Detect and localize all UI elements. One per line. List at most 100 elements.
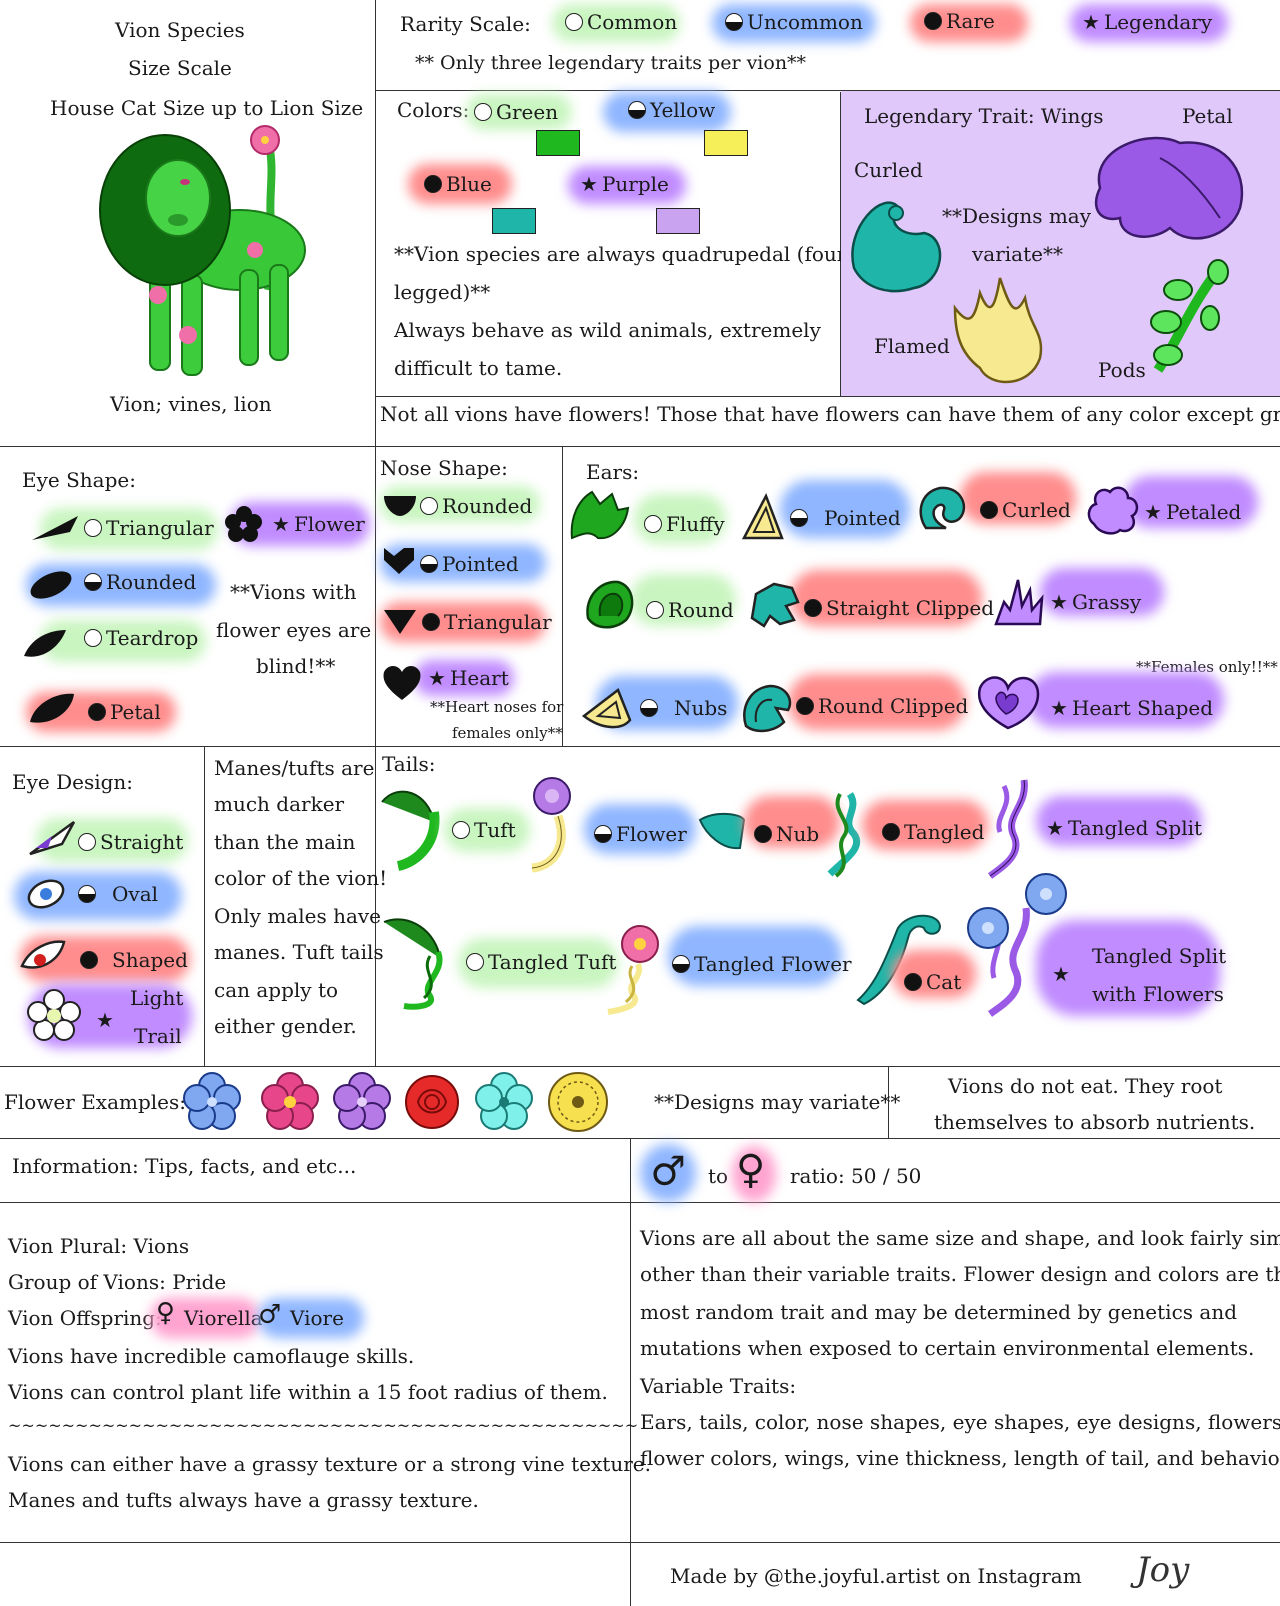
ear-petaled: ★Petaled <box>1144 500 1242 524</box>
rarity-note: ** Only three legendary traits per vion*… <box>415 52 807 74</box>
highlight <box>1028 672 1224 728</box>
ear-grassy: ★Grassy <box>1050 590 1142 614</box>
vion-lion-illustration <box>99 125 306 376</box>
tail-tsf-star: ★ <box>1052 962 1074 986</box>
uncommon-icon <box>790 509 808 527</box>
divider <box>375 0 376 1066</box>
species-subtitle: Size Scale <box>128 56 232 80</box>
eye-rounded: Rounded <box>84 570 196 594</box>
rare-icon <box>88 703 106 721</box>
tail-cat: Cat <box>904 970 961 994</box>
pink-flower-icon <box>261 1072 319 1130</box>
male-symbol-icon: ♂ <box>258 1300 282 1330</box>
straight-eye-design-icon <box>29 820 76 856</box>
tangled-split-flowers-tail-icon <box>967 873 1067 1017</box>
tails-label: Tails: <box>382 752 436 776</box>
curled-wing-icon <box>851 201 942 293</box>
common-icon <box>565 13 583 31</box>
eye-triangular: Triangular <box>84 516 214 540</box>
info-right-1: Vions are all about the same size and sh… <box>640 1226 1280 1250</box>
common-icon <box>84 519 102 537</box>
tail-tangled-tuft: Tangled Tuft <box>466 950 616 974</box>
manes-line-4: color of the vion! <box>214 866 388 890</box>
purple-swatch <box>656 208 700 234</box>
tail-tsf-2: with Flowers <box>1092 982 1224 1006</box>
info-group: Group of Vions: Pride <box>8 1270 227 1294</box>
highlight <box>150 1298 260 1338</box>
rare-icon <box>422 613 440 631</box>
uncommon-icon <box>84 573 102 591</box>
rare-icon <box>754 825 772 843</box>
nose-heart: ★Heart <box>428 666 509 690</box>
ear-round-clipped: Round Clipped <box>796 694 968 718</box>
signature: Joy <box>1136 1550 1190 1590</box>
tangled-tail-icon <box>827 792 860 878</box>
highlight <box>668 926 842 986</box>
nub-tail-icon <box>698 813 746 850</box>
divider <box>0 446 1280 447</box>
ear-nubs: Nubs <box>640 696 727 720</box>
info-right-2: other than their variable traits. Flower… <box>640 1262 1280 1286</box>
color-green: Green <box>474 100 558 124</box>
pointed-ear-icon <box>741 492 784 540</box>
star-icon: ★ <box>96 1008 114 1032</box>
light-trail-eye-design-icon <box>27 989 81 1041</box>
petal-eye-icon <box>30 693 74 723</box>
wings-flamed: Flamed <box>874 334 950 358</box>
yellow-swatch <box>704 130 748 156</box>
divider <box>0 1202 1280 1203</box>
eye-shape-label: Eye Shape: <box>22 468 136 492</box>
colors-note-4: difficult to tame. <box>394 356 563 380</box>
female-symbol-icon: ♀ <box>156 1298 176 1328</box>
purple-flower-icon <box>333 1072 391 1130</box>
rare-icon <box>804 599 822 617</box>
eye-flower: ★Flower <box>272 512 365 536</box>
color-blue: Blue <box>424 172 492 196</box>
tail-tangled-flower: Tangled Flower <box>672 952 852 976</box>
info-right-4: mutations when exposed to certain enviro… <box>640 1336 1255 1360</box>
eye-design-shaped: Shaped <box>80 948 188 972</box>
highlight <box>960 472 1076 524</box>
highlight <box>1070 4 1228 42</box>
rarity-label: Rarity Scale: <box>400 12 531 36</box>
manes-line-8: either gender. <box>214 1014 357 1038</box>
flower-examples-row <box>183 1072 608 1132</box>
green-swatch <box>536 130 580 156</box>
divider <box>0 1138 1280 1139</box>
wings-designs-1: **Designs may <box>942 204 1092 228</box>
tail-tsf-1: Tangled Split <box>1092 944 1227 968</box>
highlight <box>603 92 731 132</box>
info-right-6: Ears, tails, color, nose shapes, eye sha… <box>640 1410 1280 1434</box>
eye-design-straight: Straight <box>78 830 183 854</box>
highlight <box>1036 920 1220 1016</box>
colors-note-1: **Vion species are always quadrupedal (f… <box>394 242 847 266</box>
star-icon: ★ <box>1046 816 1064 840</box>
common-icon <box>84 629 102 647</box>
ear-round: Round <box>646 598 734 622</box>
rounded-eye-icon <box>30 571 72 599</box>
credit: Made by @the.joyful.artist on Instagram <box>670 1564 1082 1588</box>
rare-icon <box>424 175 442 193</box>
manes-line-2: much darker <box>214 792 345 816</box>
curled-ear-icon <box>919 486 966 530</box>
highlight <box>258 1298 364 1338</box>
uncommon-icon <box>640 699 658 717</box>
nose-note-2: females only** <box>452 724 563 742</box>
highlight <box>458 938 618 988</box>
info-right-5: Variable Traits: <box>640 1374 797 1398</box>
wings-curled: Curled <box>854 158 923 182</box>
wings-petal: Petal <box>1182 104 1233 128</box>
tangled-flower-tail-icon <box>607 925 659 1015</box>
heart-nose-icon <box>383 666 421 700</box>
rare-icon <box>924 12 942 30</box>
info-plural: Vion Plural: Vions <box>8 1234 190 1258</box>
nose-pointed: Pointed <box>420 552 519 576</box>
nose-triangular: Triangular <box>422 610 552 634</box>
eye-design-trail: Trail <box>134 1024 182 1048</box>
tail-tangled: Tangled <box>882 820 984 844</box>
eye-teardrop: Teardrop <box>84 626 198 650</box>
info-camo: Vions have incredible camoflauge skills. <box>8 1344 415 1368</box>
rare-icon <box>904 973 922 991</box>
round-clipped-ear-icon <box>743 684 792 733</box>
common-icon <box>466 953 484 971</box>
